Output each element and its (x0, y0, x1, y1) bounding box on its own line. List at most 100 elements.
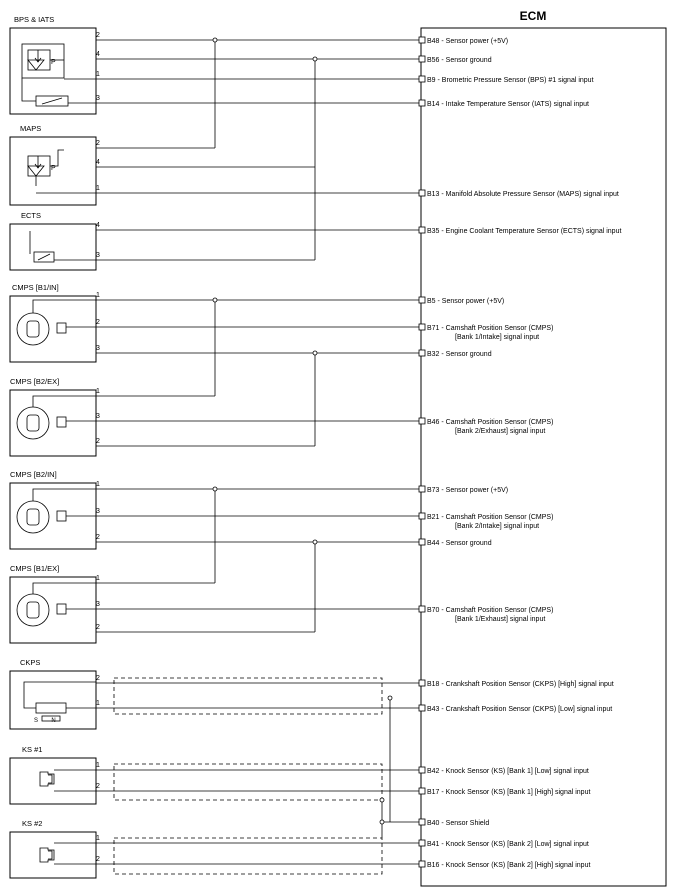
ecm-pin-label: B5 - Sensor power (+5V) (427, 298, 504, 305)
ecm-pin-b44: B44 - Sensor ground (418, 538, 492, 547)
pin-number: 1 (96, 185, 100, 192)
pin-number: 3 (96, 252, 100, 259)
ecm-pin-b35: B35 - Engine Coolant Temperature Sensor … (418, 226, 621, 235)
ecm-pin-b16: B16 - Knock Sensor (KS) [Bank 2] [High] … (418, 860, 590, 869)
ecm-pin-label: B70 - Camshaft Position Sensor (CMPS) (427, 607, 553, 614)
ecm-terminal (418, 485, 426, 493)
junction-dot (212, 486, 218, 492)
ecm-title: ECM (520, 9, 547, 23)
thermistor-icon (29, 231, 55, 263)
ecm-pin-b46: B46 - Camshaft Position Sensor (CMPS)[Ba… (418, 417, 553, 435)
ecm-pin-label: B40 - Sensor Shield (427, 820, 489, 827)
ecm-pin-b56: B56 - Sensor ground (418, 55, 492, 64)
ecm-pin-label: B16 - Knock Sensor (KS) [Bank 2] [High] … (427, 862, 590, 869)
ecm-pin-b41: B41 - Knock Sensor (KS) [Bank 2] [Low] s… (418, 839, 589, 848)
ecm-pin-label: B21 - Camshaft Position Sensor (CMPS) (427, 514, 553, 521)
junction-dot (212, 37, 218, 43)
ecm-terminal (418, 75, 426, 83)
ecm-box (420, 27, 667, 887)
svg-text:P: P (51, 165, 56, 172)
ecm-pin-b14: B14 - Intake Temperature Sensor (IATS) s… (418, 99, 589, 108)
pin-number: 1 (96, 835, 100, 842)
knock-sensor-icon (39, 847, 55, 863)
junction-dot (212, 297, 218, 303)
ckps-pole-label: S N (34, 718, 56, 724)
svg-text:P: P (51, 59, 56, 66)
ks2-box (9, 831, 97, 879)
ecm-pin-label: B9 - Brometric Pressure Sensor (BPS) #1 … (427, 77, 594, 84)
pin-number: 2 (96, 675, 100, 682)
junction-dot (312, 350, 318, 356)
ecm-pin-b32: B32 - Sensor ground (418, 349, 492, 358)
ecm-terminal (418, 296, 426, 304)
pin-number: 3 (96, 345, 100, 352)
ecm-terminal (418, 679, 426, 687)
pin-number: 2 (96, 438, 100, 445)
ecm-pin-label: B17 - Knock Sensor (KS) [Bank 1] [High] … (427, 789, 590, 796)
pin-number: 1 (96, 292, 100, 299)
ecm-pin-b73: B73 - Sensor power (+5V) (418, 485, 508, 494)
hall-sensor-icon (16, 488, 96, 534)
ks1-shield (113, 763, 383, 801)
cmps-b2-in-group: CMPS [B2/IN] (9, 470, 97, 550)
ecm-pin-label: B18 - Crankshaft Position Sensor (CKPS) … (427, 681, 614, 688)
ckps-shield (113, 677, 383, 715)
ecm-pin-b42: B42 - Knock Sensor (KS) [Bank 1] [Low] s… (418, 766, 589, 775)
ecm-pin-label: B48 - Sensor power (+5V) (427, 38, 508, 45)
junction-dot (312, 539, 318, 545)
ecm-terminal (418, 55, 426, 63)
pressure-sensor-icon: P (21, 43, 65, 79)
ckps-title: CKPS (20, 658, 40, 667)
ecm-pin-b43: B43 - Crankshaft Position Sensor (CKPS) … (418, 704, 612, 713)
knock-sensor-icon (39, 771, 55, 787)
ecm-pin-b18: B18 - Crankshaft Position Sensor (CKPS) … (418, 679, 614, 688)
junction-dot (387, 695, 393, 701)
ecm-pin-label: [Bank 2/Intake] signal input (455, 523, 539, 530)
ecm-pin-label: B35 - Engine Coolant Temperature Sensor … (427, 228, 621, 235)
ecm-pin-label: B56 - Sensor ground (427, 57, 492, 64)
ecm-pin-b40: B40 - Sensor Shield (418, 818, 489, 827)
ecm-pin-b71: B71 - Camshaft Position Sensor (CMPS) [Ba… (418, 323, 553, 341)
cmps-b1-ex-title: CMPS [B1/EX] (10, 564, 59, 573)
ecm-pin-label: B13 - Manifold Absolute Pressure Sensor … (427, 191, 619, 198)
junction-dot (379, 819, 385, 825)
hall-sensor-icon (16, 395, 96, 440)
ecm-terminal (418, 226, 426, 234)
ecm-pin-b13: B13 - Manifold Absolute Pressure Sensor … (418, 189, 619, 198)
cmps-b1-in-group: CMPS [B1/IN] (9, 283, 97, 363)
ks2-title: KS #2 (22, 819, 42, 828)
ecm-pin-label: [Bank 1/Exhaust] signal input (455, 616, 545, 623)
pin-number: 2 (96, 856, 100, 863)
cmps-b1-ex-group: CMPS [B1/EX] (9, 564, 97, 644)
pressure-sensor-icon: P (27, 149, 64, 186)
ecm-terminal (418, 818, 426, 826)
ecm-pin-label: B32 - Sensor ground (427, 351, 492, 358)
ecm-pin-label: B71 - Camshaft Position Sensor (CMPS) (427, 325, 553, 332)
pin-number: 2 (96, 32, 100, 39)
ecm-terminal (418, 36, 426, 44)
ecm-terminal (418, 839, 426, 847)
ks2-shield (113, 837, 383, 875)
ecm-pin-label: [Bank 1/Intake] signal input (455, 334, 539, 341)
crankshaft-sensor-icon: S N (23, 681, 96, 724)
ks1-title: KS #1 (22, 745, 42, 754)
ecm-terminal (418, 349, 426, 357)
ecm-terminal (418, 417, 426, 425)
ecm-pin-label: B42 - Knock Sensor (KS) [Bank 1] [Low] s… (427, 768, 589, 775)
cmps-b2-in-title: CMPS [B2/IN] (10, 470, 57, 479)
ecm-terminal (418, 787, 426, 795)
ecm-terminal (418, 512, 426, 520)
pin-number: 2 (96, 624, 100, 631)
pin-number: 2 (96, 783, 100, 790)
ecm-pin-b48: B48 - Sensor power (+5V) (418, 36, 508, 45)
pin-number: 4 (96, 159, 100, 166)
junction-dot (379, 797, 385, 803)
wires (36, 37, 421, 865)
hall-sensor-icon (16, 299, 96, 346)
pin-number: 2 (96, 319, 100, 326)
ecm-pin-label: B46 - Camshaft Position Sensor (CMPS) (427, 419, 553, 426)
ecm-terminal (418, 605, 426, 613)
ecm-terminal (418, 860, 426, 868)
